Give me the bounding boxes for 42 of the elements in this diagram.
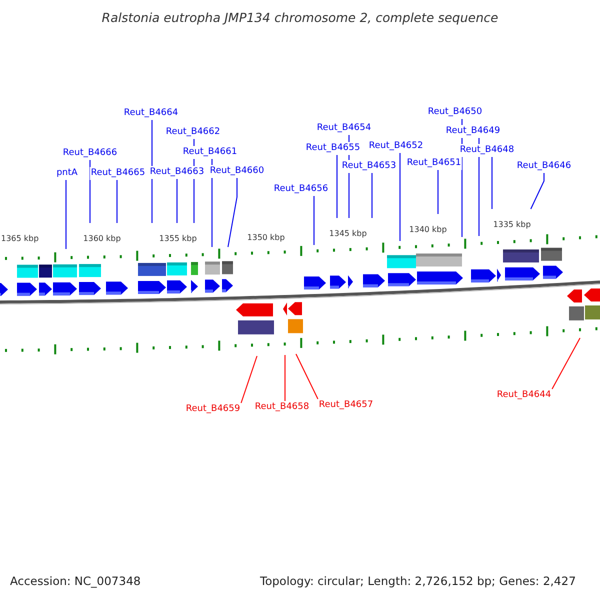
footer-text: Topology: circular; Length: 2,726,152 bp; Genes: 2,427 bbox=[260, 575, 576, 588]
gene-label: Reut_B4662 bbox=[164, 126, 222, 139]
gene-label: Reut_B4660 bbox=[208, 165, 266, 178]
gene-label: Reut_B4664 bbox=[122, 107, 180, 120]
leader-line bbox=[240, 356, 258, 404]
gene-label: Reut_B4648 bbox=[458, 144, 516, 157]
gene-label: Reut_B4644 bbox=[496, 389, 552, 402]
gene-label: Reut_B4654 bbox=[316, 122, 372, 135]
gene-label: Reut_B4657 bbox=[318, 399, 374, 412]
diagram-title: Ralstonia eutropha JMP134 chromosome 2, complete sequence bbox=[102, 11, 498, 24]
leader-line bbox=[530, 172, 544, 210]
scale-label: 1350 kbp bbox=[247, 231, 285, 244]
leader-line bbox=[478, 138, 480, 236]
gene-label: Reut_B4653 bbox=[340, 160, 398, 173]
scale-label: 1345 kbp bbox=[329, 227, 367, 240]
leader-line bbox=[284, 354, 286, 402]
gene-label: Reut_B4656 bbox=[272, 183, 330, 196]
gene-label: Reut_B4665 bbox=[90, 167, 146, 180]
leader-line bbox=[228, 178, 238, 248]
scale-label: 1335 kbp bbox=[493, 218, 531, 231]
gene-label: Reut_B4659 bbox=[184, 403, 242, 416]
leader-line bbox=[116, 180, 118, 224]
gene-label: Reut_B4663 bbox=[148, 166, 206, 179]
gene-label: pntA bbox=[55, 167, 79, 180]
scale-label: 1365 kbp bbox=[1, 232, 39, 245]
gene-label: Reut_B4652 bbox=[368, 140, 424, 153]
scale-label: 1355 kbp bbox=[159, 232, 197, 245]
gene-label: Reut_B4651 bbox=[406, 157, 462, 170]
leader-line bbox=[176, 178, 178, 224]
gene-label: Reut_B4646 bbox=[516, 160, 572, 173]
gene-label: Reut_B4666 bbox=[62, 147, 118, 160]
leader-line bbox=[336, 154, 338, 218]
gene-label: Reut_B4655 bbox=[304, 142, 362, 155]
footer-text: Accession: NC_007348 bbox=[10, 575, 141, 588]
gene-label: Reut_B4649 bbox=[444, 125, 502, 138]
gene-label: Reut_B4658 bbox=[254, 401, 310, 414]
scale-label: 1340 kbp bbox=[409, 223, 447, 236]
scale-label: 1360 kbp bbox=[83, 232, 121, 245]
leader-line bbox=[552, 338, 580, 390]
leader-line bbox=[296, 354, 318, 400]
gene-label: Reut_B4650 bbox=[426, 106, 484, 119]
gene-label: Reut_B4661 bbox=[182, 146, 238, 159]
